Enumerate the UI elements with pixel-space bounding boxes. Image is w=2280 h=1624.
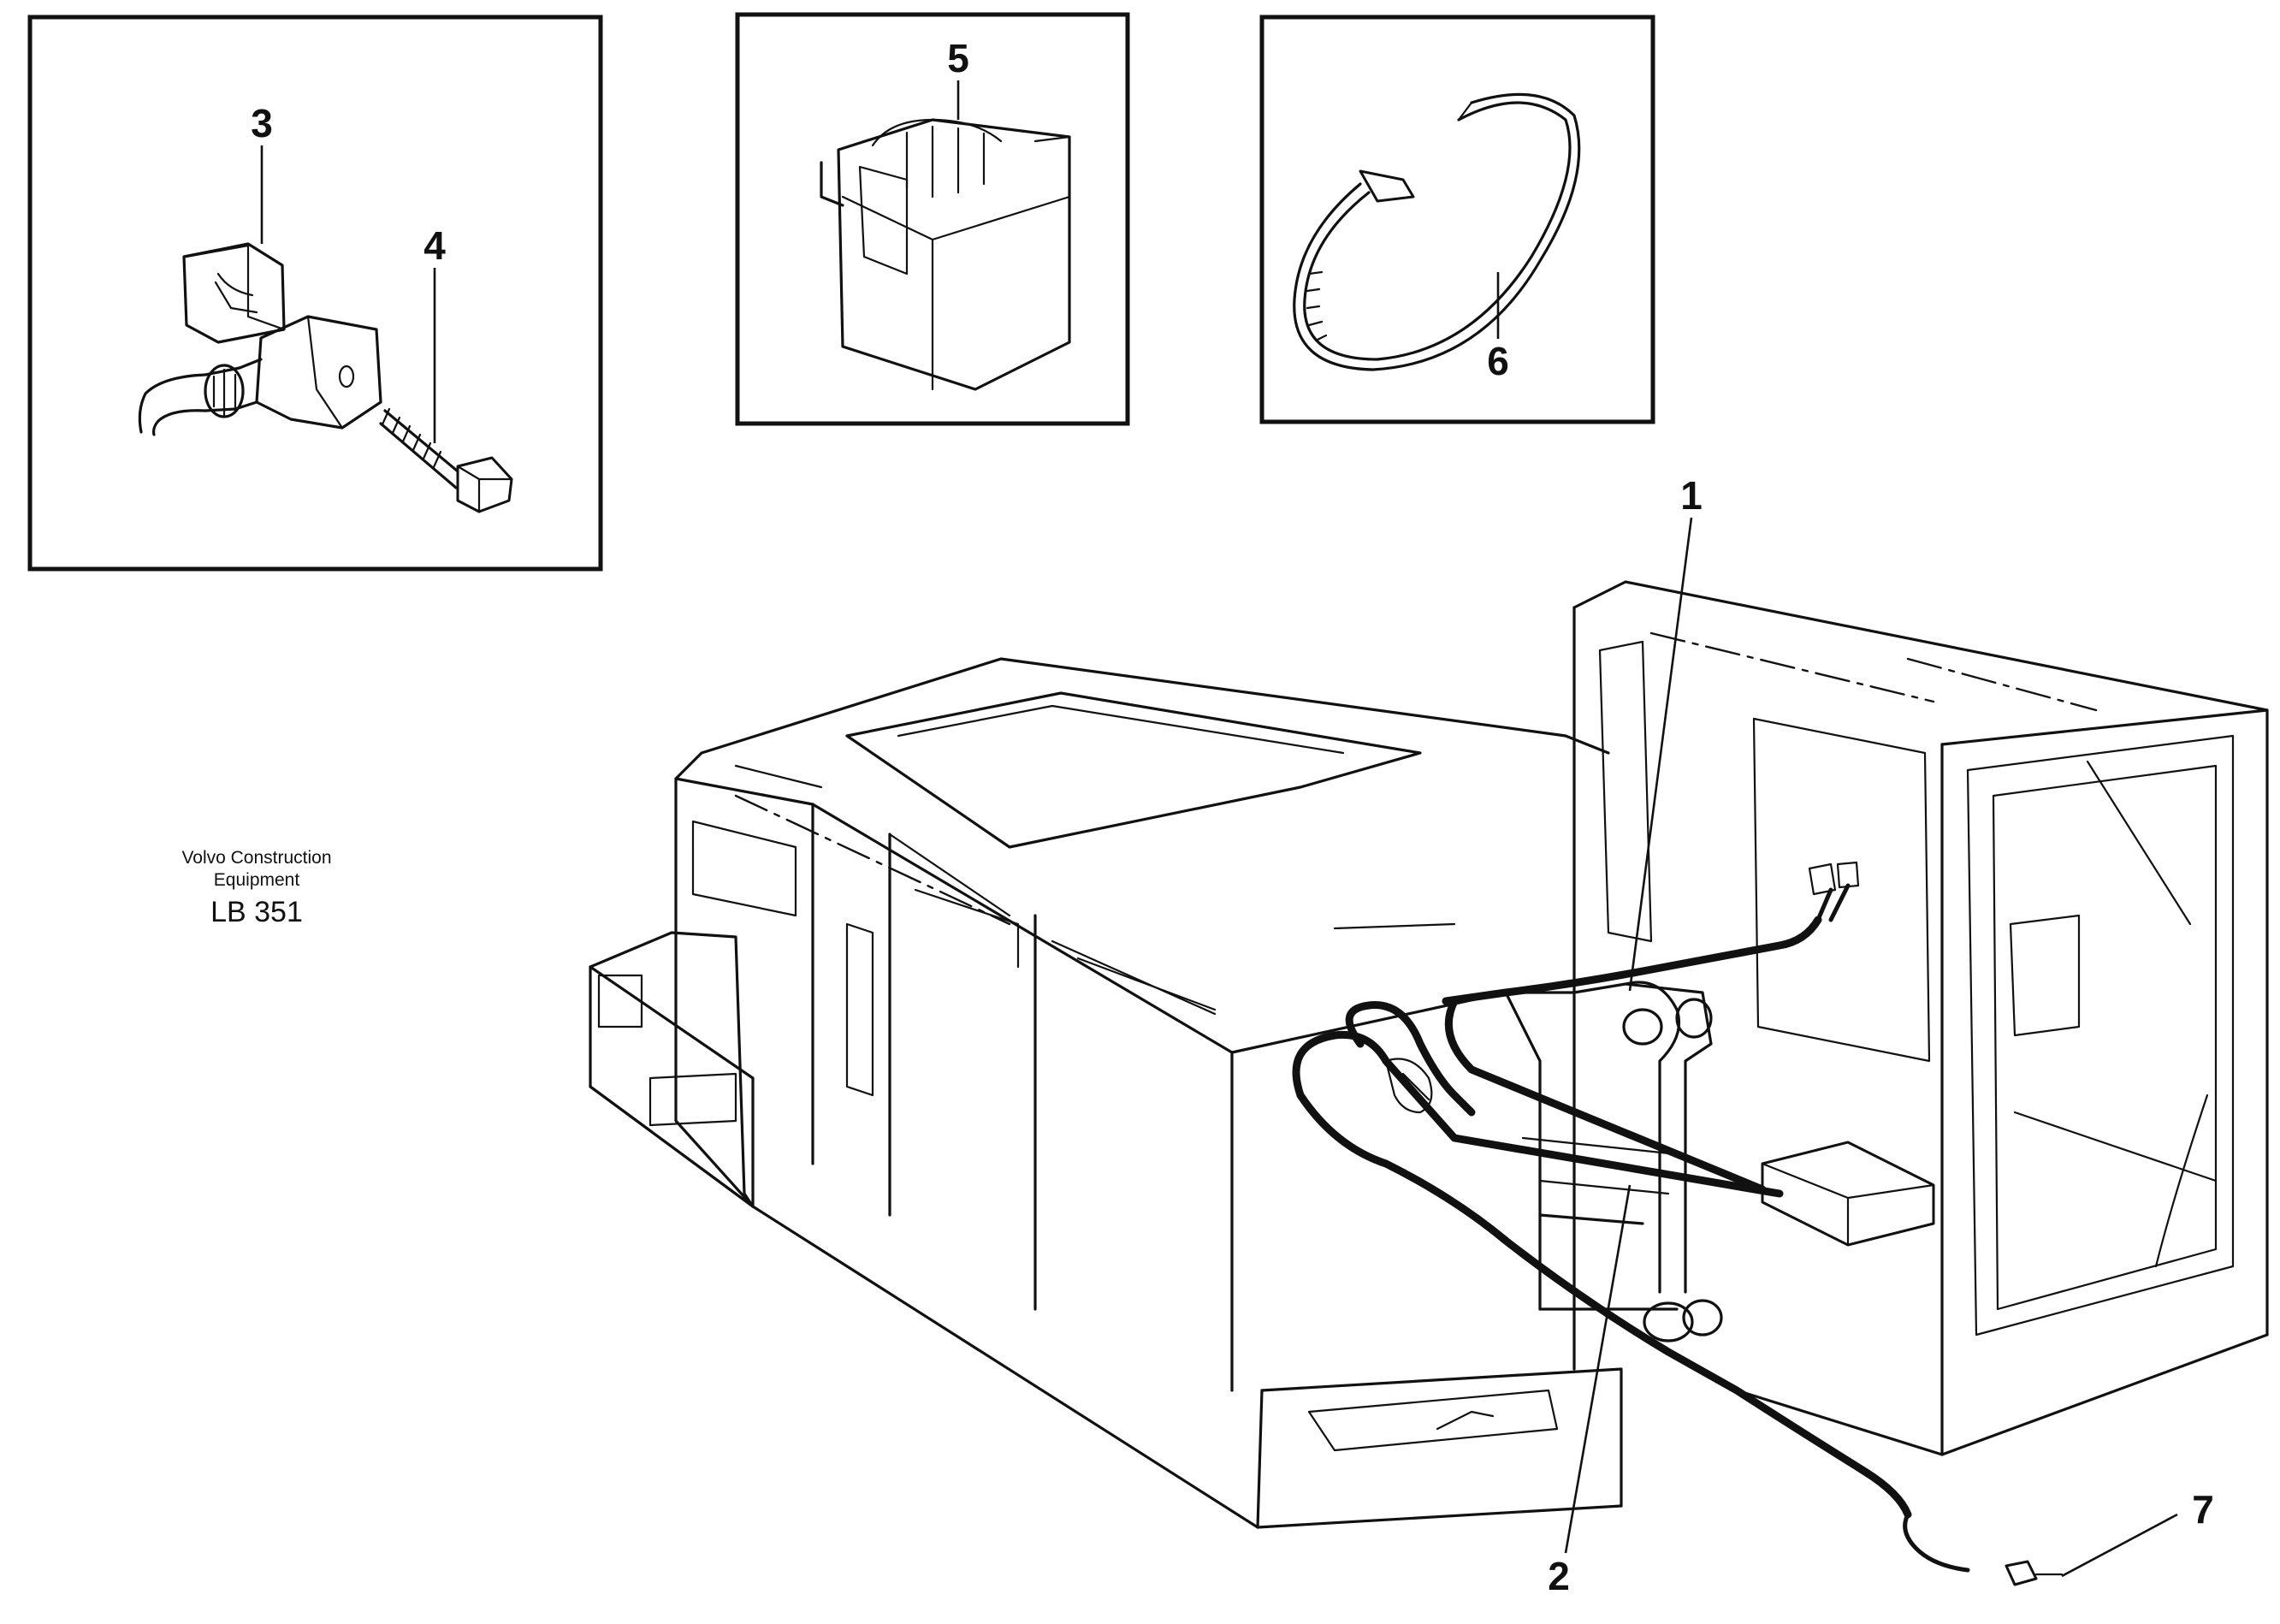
wiring-harness xyxy=(1292,861,2064,1586)
leader-7 xyxy=(2061,1513,2178,1578)
inset-frame-3 xyxy=(1259,15,1655,424)
operator-cab xyxy=(1572,580,2269,1456)
leader-2 xyxy=(1564,1184,1632,1554)
inset-cable-tie xyxy=(1259,15,1655,424)
sensor-body-illustration xyxy=(138,315,382,436)
relay-illustration xyxy=(820,118,1071,391)
callout-5: 5 xyxy=(947,36,969,80)
callout-4: 4 xyxy=(423,223,446,268)
callout-3: 3 xyxy=(251,101,273,145)
inset-frame-1 xyxy=(27,15,603,572)
callout-6: 6 xyxy=(1487,339,1509,383)
inset-relay xyxy=(735,12,1130,426)
leader-1 xyxy=(1628,517,1693,992)
chassis-base xyxy=(589,931,1623,1529)
screw-illustration xyxy=(379,407,513,513)
caption-company: Volvo Construction xyxy=(181,848,331,868)
callout-1: 1 xyxy=(1680,473,1703,518)
callout-7: 7 xyxy=(2192,1487,2214,1532)
boom-bracket xyxy=(1504,981,1723,1342)
connector-block-illustration xyxy=(182,242,286,344)
callout-2: 2 xyxy=(1548,1554,1570,1598)
control-box xyxy=(1761,1141,1935,1247)
drawing-code: LB 351 xyxy=(210,896,303,928)
manufacturer-caption: Volvo Construction Equipment LB 351 xyxy=(181,848,331,928)
machine-illustration xyxy=(589,580,2269,1586)
callouts: 3 4 5 6 1 2 7 xyxy=(251,36,2214,1598)
cable-tie-illustration xyxy=(1293,92,1581,371)
caption-equipment: Equipment xyxy=(214,870,300,890)
engine-housing xyxy=(674,657,1610,1392)
inset-switch-connector xyxy=(27,15,603,572)
